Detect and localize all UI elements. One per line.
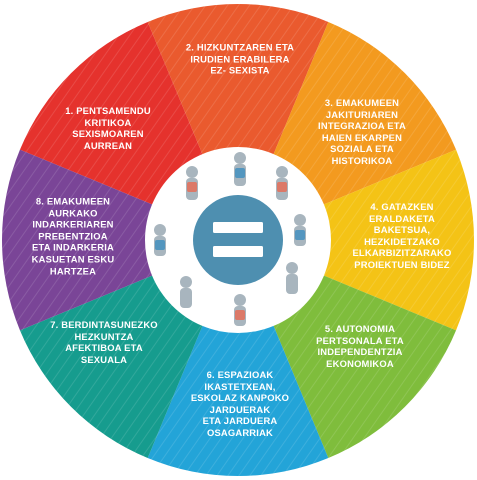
segment-label-7: 7. BERDINTASUNEZKO HEZKUNTZA AFEKTIBOA E…: [50, 318, 158, 365]
segment-label-2: 2. HIZKUNTZAREN ETA IRUDIEN ERABILERA EZ…: [185, 41, 295, 76]
segment-label-5: 5. AUTONOMIA PERTSONALA ETA INDEPENDENTZ…: [316, 322, 404, 369]
segment-label-6: 6. ESPAZIOAK IKASTETXEAN, ESKOLAZ KANPOK…: [190, 369, 290, 439]
segment-label-1: 1. PENTSAMENDU KRITIKOA SEXISMOAREN AURR…: [65, 104, 151, 151]
people-ring-icon: [154, 152, 306, 326]
equals-sign-icon: [213, 222, 263, 257]
segment-label-8: 8. EMAKUMEEN AURKAKO INDARKERIAREN PREBE…: [31, 195, 115, 276]
segment-label-3: 3. EMAKUMEEN JAKITURIAREN INTEGRAZIOA ET…: [318, 97, 406, 167]
center-circle: [193, 195, 283, 285]
segment-label-4: 4. GATAZKEN ERALDAKETA BAKETSUA, HEZKIDE…: [352, 201, 452, 271]
